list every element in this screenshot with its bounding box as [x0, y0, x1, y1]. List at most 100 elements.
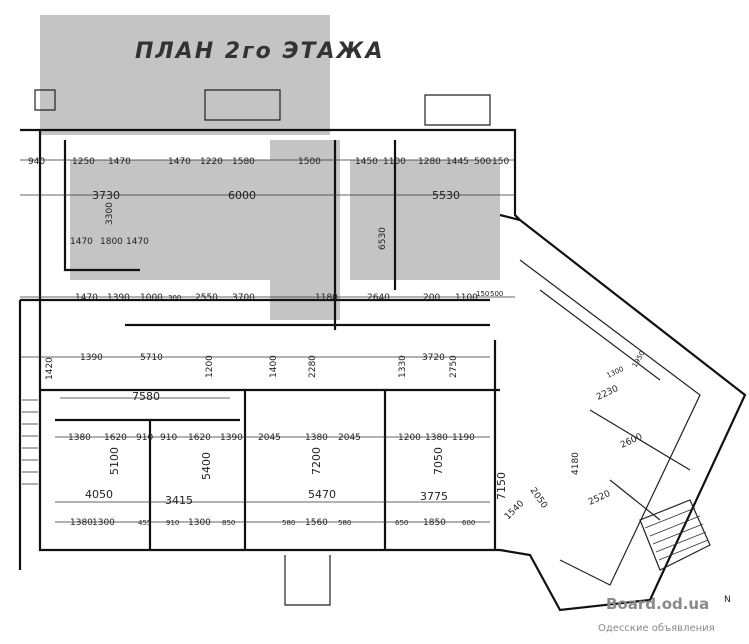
- svg-text:1470: 1470: [108, 157, 131, 167]
- svg-text:580: 580: [338, 519, 351, 527]
- svg-text:7150: 7150: [495, 472, 508, 500]
- svg-text:1420: 1420: [45, 357, 55, 380]
- svg-text:1380: 1380: [305, 433, 328, 443]
- bottom-row-dimensions: 1380 1300 455 910 1300 850 580 1560 580 …: [70, 518, 475, 528]
- svg-text:3415: 3415: [165, 494, 193, 507]
- svg-text:1220: 1220: [200, 157, 223, 167]
- svg-text:1560: 1560: [305, 518, 328, 528]
- svg-text:5530: 5530: [432, 189, 460, 202]
- svg-text:5400: 5400: [200, 452, 213, 480]
- svg-text:5100: 5100: [108, 447, 121, 475]
- svg-text:650: 650: [395, 519, 408, 527]
- svg-text:2045: 2045: [258, 433, 281, 443]
- svg-text:6530: 6530: [378, 227, 388, 250]
- room-row-dimensions: 1380 1620 910 910 1620 1390 2045 1380 20…: [68, 433, 475, 443]
- svg-text:1200: 1200: [398, 433, 421, 443]
- svg-text:3720: 3720: [422, 353, 445, 363]
- svg-text:3775: 3775: [420, 490, 448, 503]
- row3-dimensions: 1390 5710 3720 1420 1200 1400 2280 1330 …: [45, 353, 459, 403]
- svg-text:1380: 1380: [425, 433, 448, 443]
- svg-text:1445: 1445: [446, 157, 469, 167]
- svg-text:1450: 1450: [355, 157, 378, 167]
- svg-text:2280: 2280: [308, 355, 318, 378]
- svg-text:2230: 2230: [595, 384, 620, 403]
- svg-text:4050: 4050: [85, 488, 113, 501]
- walls: [18, 89, 747, 612]
- svg-text:910: 910: [160, 433, 177, 443]
- svg-text:300: 300: [168, 294, 181, 302]
- svg-text:2550: 2550: [195, 293, 218, 303]
- svg-text:2750: 2750: [449, 355, 459, 378]
- svg-text:910: 910: [166, 519, 179, 527]
- svg-text:1200: 1200: [205, 355, 215, 378]
- svg-text:580: 580: [282, 519, 295, 527]
- svg-text:1300: 1300: [92, 518, 115, 528]
- svg-text:1390: 1390: [80, 353, 103, 363]
- svg-text:1300: 1300: [188, 518, 211, 528]
- svg-text:1300: 1300: [605, 365, 625, 380]
- svg-text:1250: 1250: [72, 157, 95, 167]
- svg-text:1190: 1190: [452, 433, 475, 443]
- hall-width: 7580: [132, 390, 160, 403]
- svg-text:1330: 1330: [398, 355, 408, 378]
- svg-text:910: 910: [136, 433, 153, 443]
- svg-text:2640: 2640: [367, 293, 390, 303]
- svg-text:1950: 1950: [631, 350, 647, 369]
- watermark-site: Board.od.ua: [606, 595, 709, 613]
- svg-text:500: 500: [490, 290, 503, 298]
- svg-text:2045: 2045: [338, 433, 361, 443]
- svg-text:1620: 1620: [188, 433, 211, 443]
- svg-text:1850: 1850: [423, 518, 446, 528]
- svg-text:2050: 2050: [528, 486, 549, 511]
- svg-text:1400: 1400: [269, 355, 279, 378]
- svg-text:150: 150: [492, 157, 509, 167]
- svg-text:1800: 1800: [100, 237, 123, 247]
- scan-noise: [40, 15, 500, 320]
- room-area-dimensions: 5100 5400 7200 7050 7150 4050 3415 5470 …: [85, 447, 508, 507]
- middle-row-dimensions: 1470 1390 1000 300 2550 3700 1180 2640 2…: [75, 290, 503, 303]
- svg-text:1100: 1100: [383, 157, 406, 167]
- side-stairs: [22, 399, 38, 485]
- upper-room-dimensions: 3730 6000 5530 3300 6530 1470 1800 1470: [70, 189, 460, 250]
- svg-text:1280: 1280: [418, 157, 441, 167]
- svg-text:500: 500: [474, 157, 491, 167]
- svg-text:1470: 1470: [168, 157, 191, 167]
- svg-text:1620: 1620: [104, 433, 127, 443]
- watermark: Board.od.ua Одесские объявления: [598, 595, 715, 634]
- svg-text:2520: 2520: [587, 489, 612, 508]
- watermark-tagline: Одесские объявления: [598, 623, 715, 634]
- svg-text:7050: 7050: [432, 447, 445, 475]
- svg-text:6000: 6000: [228, 189, 256, 202]
- svg-text:2600: 2600: [619, 432, 644, 451]
- svg-text:1380: 1380: [68, 433, 91, 443]
- svg-text:600: 600: [462, 519, 475, 527]
- svg-text:3730: 3730: [92, 189, 120, 202]
- svg-text:150: 150: [476, 290, 489, 298]
- svg-text:1390: 1390: [220, 433, 243, 443]
- svg-text:1470: 1470: [70, 237, 93, 247]
- svg-text:1580: 1580: [232, 157, 255, 167]
- svg-text:455: 455: [138, 519, 151, 527]
- svg-text:1540: 1540: [503, 499, 526, 522]
- svg-text:3700: 3700: [232, 293, 255, 303]
- svg-text:1500: 1500: [298, 157, 321, 167]
- svg-text:5710: 5710: [140, 353, 163, 363]
- svg-text:940: 940: [28, 157, 45, 167]
- plan-title: ПЛАН 2го ЭТАЖА: [135, 39, 385, 64]
- svg-text:850: 850: [222, 519, 235, 527]
- svg-text:1380: 1380: [70, 518, 93, 528]
- svg-text:1470: 1470: [126, 237, 149, 247]
- svg-text:1000: 1000: [140, 293, 163, 303]
- svg-text:3300: 3300: [105, 202, 115, 225]
- dimension-lines: [20, 159, 515, 523]
- north-label: N: [724, 595, 731, 605]
- svg-text:1470: 1470: [75, 293, 98, 303]
- svg-text:1180: 1180: [315, 293, 338, 303]
- top-row-dimensions: 940 1250 1470 1470 1220 1580 1500 1450 1…: [28, 157, 509, 167]
- svg-text:4180: 4180: [571, 452, 581, 475]
- staircase: [639, 499, 711, 571]
- svg-text:200: 200: [423, 293, 440, 303]
- svg-text:1390: 1390: [107, 293, 130, 303]
- svg-text:1100: 1100: [455, 293, 478, 303]
